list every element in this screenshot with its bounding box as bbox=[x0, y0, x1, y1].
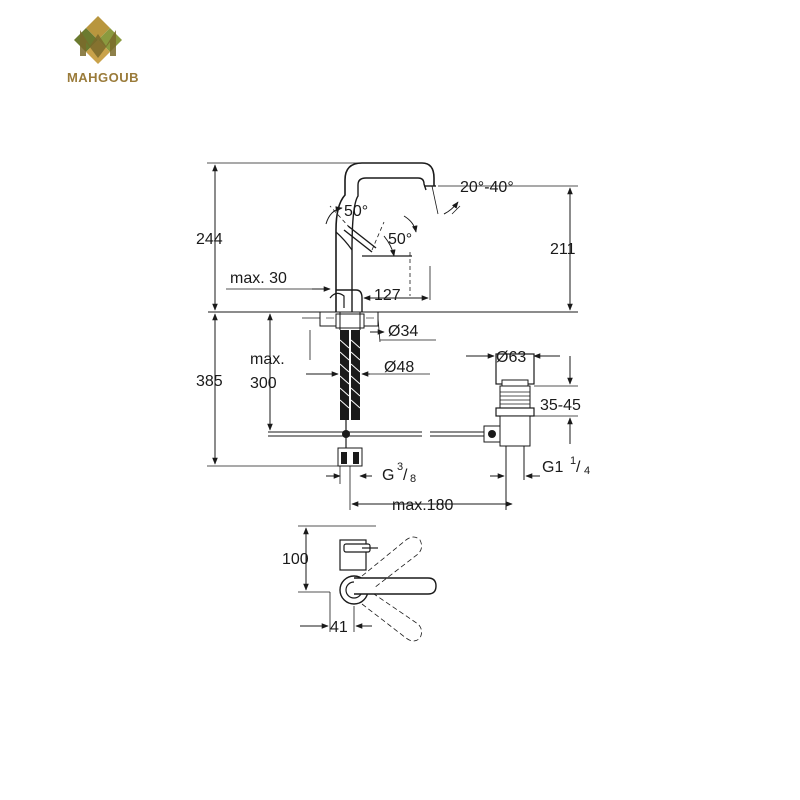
label-thread-g-num: 3 bbox=[397, 461, 403, 473]
label-127: 127 bbox=[374, 287, 401, 304]
label-thread-g1-den: 4 bbox=[584, 465, 590, 477]
label-max-30: max. 30 bbox=[230, 270, 287, 287]
label-300: 300 bbox=[250, 375, 277, 392]
label-244: 244 bbox=[196, 231, 223, 248]
brand-name: MAHGOUB bbox=[66, 70, 140, 85]
svg-text:/: / bbox=[403, 467, 408, 484]
label-max-180: max.180 bbox=[392, 497, 453, 514]
label-max: max. bbox=[250, 351, 285, 368]
label-spout-angle: 20°-40° bbox=[460, 179, 514, 196]
label-100: 100 bbox=[282, 551, 309, 568]
label-thread-g1: G1 bbox=[542, 459, 563, 476]
label-dia-63: Ø63 bbox=[496, 349, 526, 366]
label-41: 41 bbox=[330, 619, 348, 636]
label-385: 385 bbox=[196, 373, 223, 390]
label-thread-g: G bbox=[382, 467, 394, 484]
svg-text:/: / bbox=[576, 459, 581, 476]
label-dia-48: Ø48 bbox=[384, 359, 414, 376]
label-lever-angle-right: 50° bbox=[388, 231, 412, 248]
brand-logo: MAHGOUB bbox=[48, 12, 158, 92]
label-211: 211 bbox=[550, 241, 576, 258]
label-lever-angle-left: 50° bbox=[344, 203, 368, 220]
label-thread-g-den: 8 bbox=[410, 473, 416, 485]
mahgoub-logo-icon bbox=[74, 16, 122, 64]
label-dia-34: Ø34 bbox=[388, 323, 418, 340]
label-thread-g1-num: 1 bbox=[570, 455, 576, 467]
label-35-45: 35-45 bbox=[540, 397, 581, 414]
